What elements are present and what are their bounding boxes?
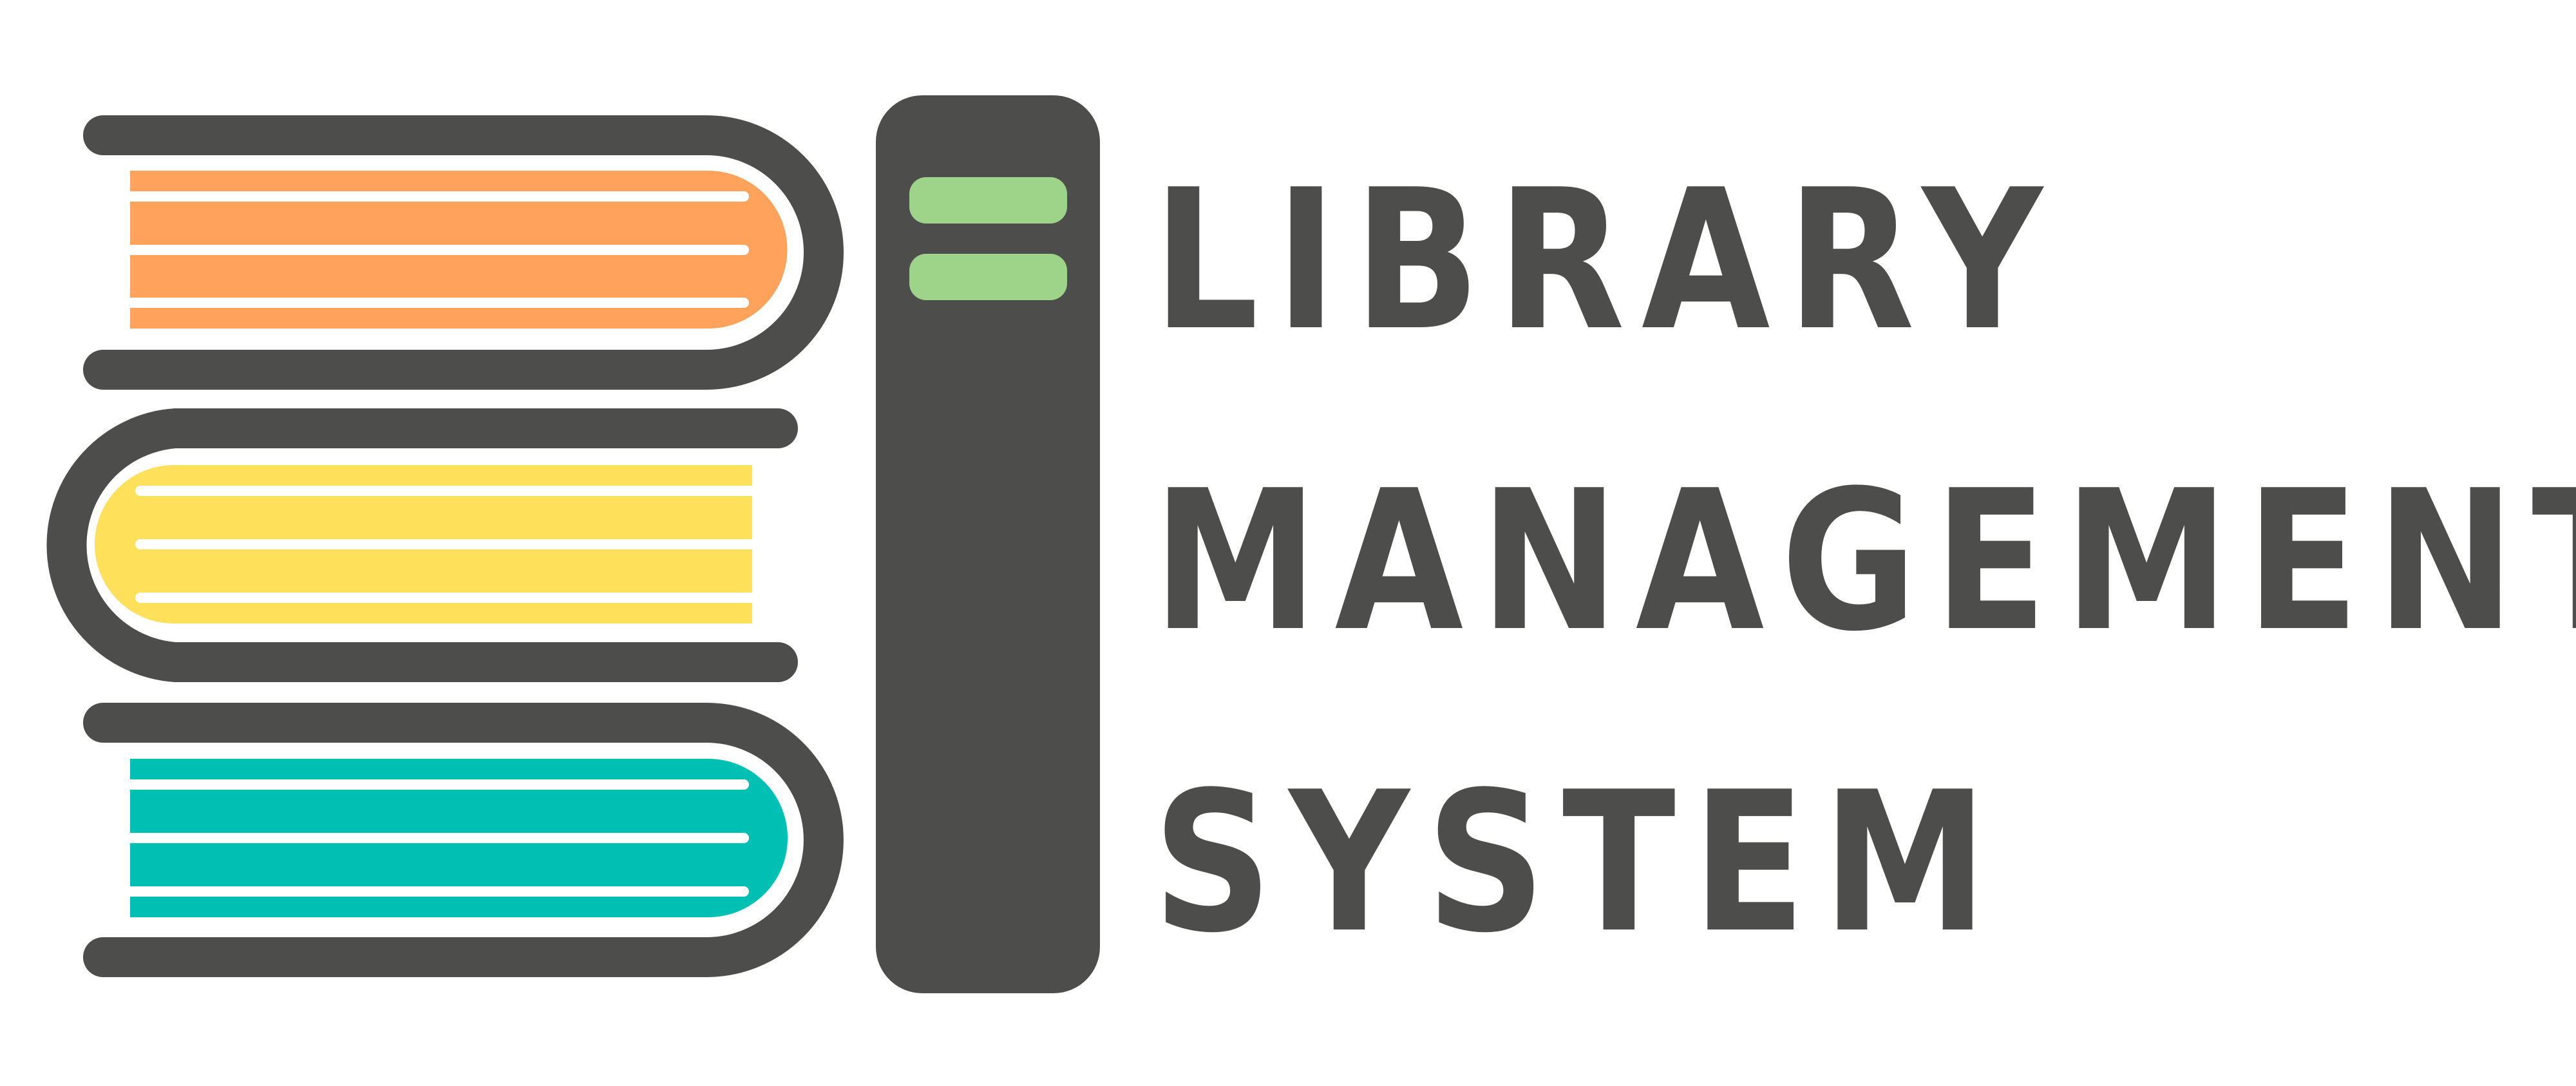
book-spine-icon <box>876 95 1100 993</box>
book-top-icon <box>83 115 844 390</box>
title-line-2: MANAGEMENT <box>1153 449 2576 674</box>
book-middle-icon <box>46 408 798 682</box>
book-bottom-icon <box>83 703 844 977</box>
title-line-3: SYSTEM <box>1153 750 2005 975</box>
title-line-1: LIBRARY <box>1153 148 2060 373</box>
